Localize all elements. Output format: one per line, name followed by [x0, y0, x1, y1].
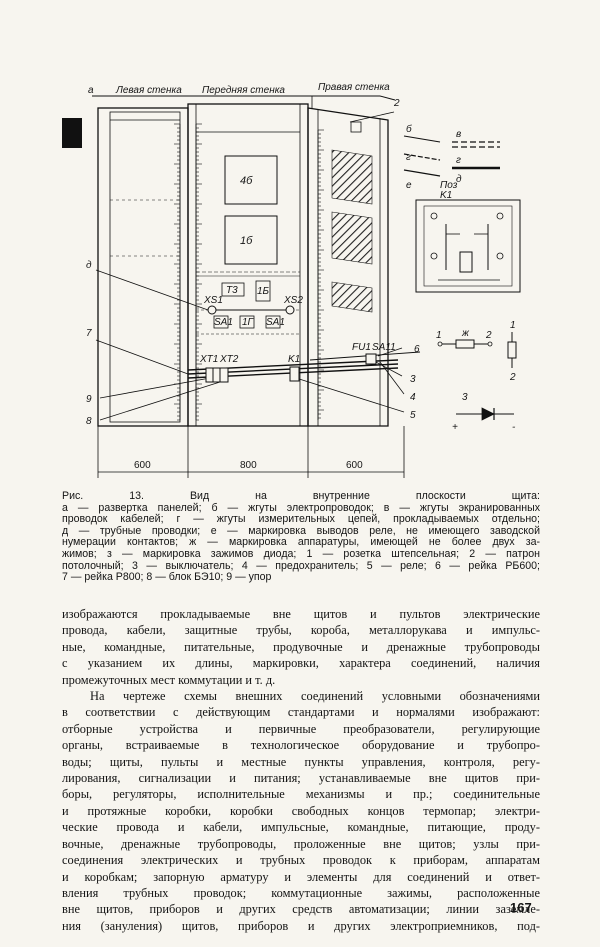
tag-t3: Т3: [226, 285, 238, 296]
tag-1b: 1Б: [257, 286, 270, 297]
label-front-wall: Передняя стенка: [202, 85, 285, 96]
body-line: вления трубных проводок; коммутационные …: [62, 885, 540, 900]
label-xt2: XT2: [219, 354, 239, 365]
body-line: воды; щиты, пульты и местные пункты упра…: [62, 754, 540, 769]
page-number: 167: [510, 900, 532, 915]
body-line: отборные устройства и первичные преобраз…: [62, 721, 540, 736]
tag-sa1-b: SA1: [266, 317, 285, 328]
caption-line: жимов; з — маркировка зажимов диода; 1 —…: [62, 547, 540, 560]
dimension-front: 800: [240, 460, 257, 471]
block-1b-label: 1б: [240, 235, 253, 247]
marker-d-left: д: [86, 260, 92, 271]
relay-inset: [415, 199, 521, 293]
caption-line: 7 — рейка Р800; 8 — блок БЭ10; 9 — упор: [62, 571, 272, 584]
callout-5: 5: [410, 410, 416, 421]
caption-line: нумерации контактов; ж — маркировка аппа…: [62, 536, 540, 549]
marker-d: д: [456, 174, 462, 185]
tag-1g: 1Г: [242, 317, 255, 328]
ruler-front: [195, 123, 202, 421]
body-line: и протяжные коробки, коробки свободных к…: [62, 803, 540, 818]
body-line: На чертеже схемы внешних соединений усло…: [90, 689, 540, 704]
callout-6: 6: [414, 344, 420, 355]
left-wall-panel: [97, 107, 189, 427]
body-line: промежуточных мест коммутации и т. д.: [62, 672, 276, 687]
body-line: соединения электрических и трубных прово…: [62, 853, 540, 868]
caption-line: проводок кабелей; г — жгуты измерительны…: [62, 513, 540, 526]
body-line: провода, кабели, защитные трубы, короба,…: [62, 623, 540, 638]
label-xs1: XS1: [203, 295, 223, 306]
block-4b-label: 4б: [240, 175, 253, 187]
body-text: изображаются прокладываемые вне щитов и …: [62, 606, 540, 934]
right-wall-panel: [307, 107, 389, 427]
legend-2-vertical: 2: [509, 372, 516, 383]
legend-minus: -: [512, 422, 516, 433]
legend-strokes: [403, 135, 500, 177]
body-line: лирования, сигнализации и питания; устан…: [62, 771, 540, 786]
label-poz: Поз: [440, 180, 458, 191]
legend-1: 1: [436, 330, 442, 341]
marker-b: б: [406, 123, 412, 135]
callout-8: 8: [86, 416, 92, 427]
legend-zh: ж: [461, 328, 470, 339]
marker-g-2: г: [456, 155, 461, 166]
callout-4: 4: [410, 392, 416, 403]
body-line: ные, командные, питательные, продувочные…: [62, 639, 540, 654]
marker-e: е: [406, 180, 412, 191]
terminal-block-xt: [205, 367, 229, 383]
body-line: и коробкам; запорную арматуру и элементы…: [62, 869, 540, 884]
body-line: с указанием их длины, маркировки, характ…: [62, 656, 540, 671]
label-poz-k1: K1: [440, 190, 452, 201]
marker-g-1: г: [406, 152, 411, 163]
legend-2: 2: [485, 330, 492, 341]
caption-title: Рис. 13. Вид на внутренние плоскости щит…: [62, 490, 540, 502]
callout-3: 3: [410, 374, 416, 385]
callout-2: 2: [393, 98, 400, 109]
caption-line: а — развертка панелей; б — жгуты электро…: [62, 501, 540, 514]
body-line: изображаются прокладываемые вне щитов и …: [62, 607, 540, 621]
dimension-left: 600: [134, 460, 151, 471]
socket-xs2: [285, 305, 295, 315]
caption-line: потолочный; 3 — выключатель; 4 — предохр…: [62, 559, 540, 572]
body-line: ния (зануления) щитов, приборов и других…: [62, 918, 540, 933]
ruler-left: [174, 123, 181, 421]
ruler-right: [317, 129, 324, 420]
label-xt1: XT1: [199, 354, 218, 365]
tag-sa1: SA1: [214, 317, 233, 328]
caption-line: д — трубные проводки; е — маркировка выв…: [62, 524, 540, 537]
callout-9: 9: [86, 394, 92, 405]
body-line: боры, регуляторы, исполнительные механиз…: [62, 787, 540, 802]
body-line: вне щитов, приборов и других средств авт…: [62, 902, 540, 917]
legend-plus: +: [452, 422, 458, 433]
label-left-wall: Левая стенка: [115, 85, 182, 96]
legend-3: 3: [462, 392, 468, 403]
label-k1: K1: [288, 354, 300, 365]
marker-v: в: [456, 129, 461, 140]
callout-7: 7: [86, 328, 92, 339]
relay-k1: [289, 366, 300, 382]
dimension-lines: [97, 426, 405, 478]
dimension-right: 600: [346, 460, 363, 471]
body-line: ческие провода и кабели, импульсные, ком…: [62, 820, 540, 835]
figure-caption: Рис. 13. Вид на внутренние плоскости щит…: [62, 490, 540, 584]
body-line: вочные, дренажные трубопроводы, проложен…: [62, 836, 540, 851]
label-right-wall: Правая стенка: [318, 82, 390, 93]
label-fu1: FU1: [352, 342, 371, 353]
label-xs2: XS2: [283, 295, 303, 306]
body-line: в соответствии с действующим стандартами…: [62, 705, 540, 720]
fuse-fu1: [365, 353, 377, 365]
margin-black-tab: [62, 118, 82, 148]
panel-interior-drawing: а Левая стенка Передняя стенка Правая ст…: [62, 82, 521, 478]
label-sa11: SA11: [372, 342, 396, 353]
socket-xs1: [207, 305, 217, 315]
legend-symbols: [437, 332, 517, 421]
marker-a: а: [88, 85, 94, 96]
legend-1-vertical: 1: [510, 320, 516, 331]
body-line: органы, встраиваемые в технологическое о…: [62, 738, 540, 753]
